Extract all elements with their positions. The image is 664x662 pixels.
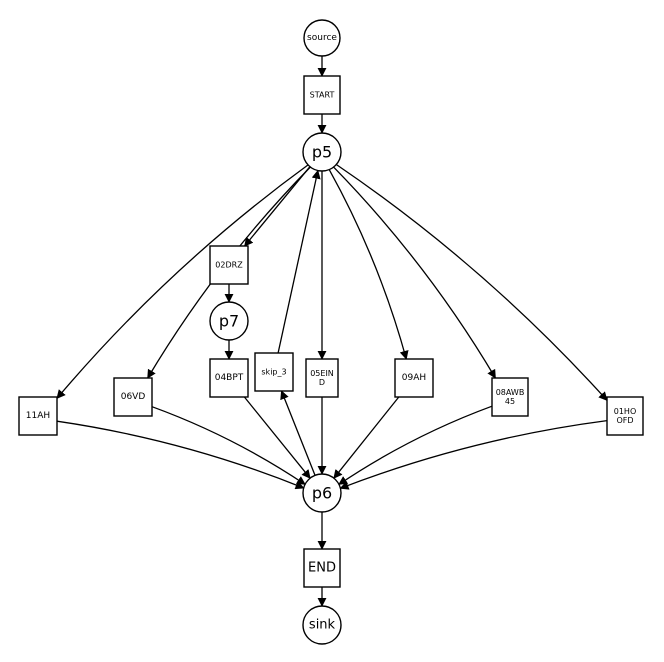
08AWB45-label-line-0: 08AWB (496, 388, 525, 397)
arc-04BPT-to-p6 (243, 396, 311, 479)
04BPT-label-line-0: 04BPT (215, 373, 244, 383)
place-sink: sink (302, 605, 342, 645)
p6-place-circle (302, 473, 342, 513)
11AH-label-line-0: 11AH (26, 411, 50, 421)
arc-layer (56, 56, 608, 607)
p7-place-circle (209, 301, 249, 341)
arc-skip_3-to-p5 (277, 169, 321, 354)
END-label-line-0: END (308, 561, 336, 576)
sink-place-circle (302, 605, 342, 645)
sink-label-line-0: sink (309, 618, 336, 633)
06VD-label-line-0: 06VD (121, 392, 146, 402)
arc-11AH-to-p6 (56, 420, 305, 490)
08AWB45-label-line-1: 45 (505, 397, 515, 406)
01HOOFD-label-line-1: OFD (616, 416, 633, 425)
08AWB45-transition-box (491, 377, 529, 417)
transition-04BPT: 04BPT (209, 358, 249, 398)
arc-08AWB45-to-p6 (338, 405, 493, 485)
05EIND-transition-box (305, 358, 339, 398)
transition-11AH: 11AH (18, 396, 58, 436)
09AH-transition-box (394, 358, 434, 398)
transition-skip_3: skip_3 (254, 352, 294, 392)
05EIND-label-line-1: D (319, 378, 325, 387)
END-transition-box (303, 548, 341, 588)
11AH-transition-box (18, 396, 58, 436)
arc-09AH-to-p6 (333, 396, 400, 479)
transition-02DRZ: 02DRZ (209, 245, 249, 285)
place-p7: p7 (209, 301, 249, 341)
p5-label-line-0: p5 (312, 143, 332, 162)
p6-label-line-0: p6 (312, 484, 332, 503)
source-place-circle (303, 19, 341, 57)
place-p5: p5 (302, 132, 342, 172)
06VD-transition-box (113, 377, 153, 417)
p7-label-line-0: p7 (219, 312, 239, 331)
place-p6: p6 (302, 473, 342, 513)
arc-p6-to-skip_3 (280, 390, 316, 476)
skip_3-transition-box (254, 352, 294, 392)
05EIND-label-line-0: 05EIN (310, 369, 334, 378)
p5-place-circle (302, 132, 342, 172)
arc-p5-to-11AH (56, 164, 309, 399)
place-source: source (303, 19, 341, 57)
arc-p5-to-02DRZ (244, 166, 311, 247)
02DRZ-transition-box (209, 245, 249, 285)
02DRZ-label-line-0: 02DRZ (215, 261, 243, 270)
arc-01HOOFD-to-p6 (339, 419, 608, 490)
04BPT-transition-box (209, 358, 249, 398)
01HOOFD-transition-box (606, 396, 644, 436)
transition-09AH: 09AH (394, 358, 434, 398)
source-label-line-0: source (307, 33, 337, 43)
START-transition-box (303, 75, 341, 115)
START-label-line-0: START (310, 91, 335, 100)
arc-p5-to-08AWB45 (333, 166, 496, 379)
arc-p5-to-09AH (328, 169, 409, 360)
transition-START: START (303, 75, 341, 115)
01HOOFD-label-line-0: 01HO (614, 407, 637, 416)
transition-END: END (303, 548, 341, 588)
arc-p5-to-01HOOFD (335, 163, 608, 401)
arc-06VD-to-p6 (151, 406, 306, 485)
skip_3-label-line-0: skip_3 (261, 368, 286, 377)
transition-06VD: 06VD (113, 377, 153, 417)
09AH-label-line-0: 09AH (402, 373, 426, 383)
